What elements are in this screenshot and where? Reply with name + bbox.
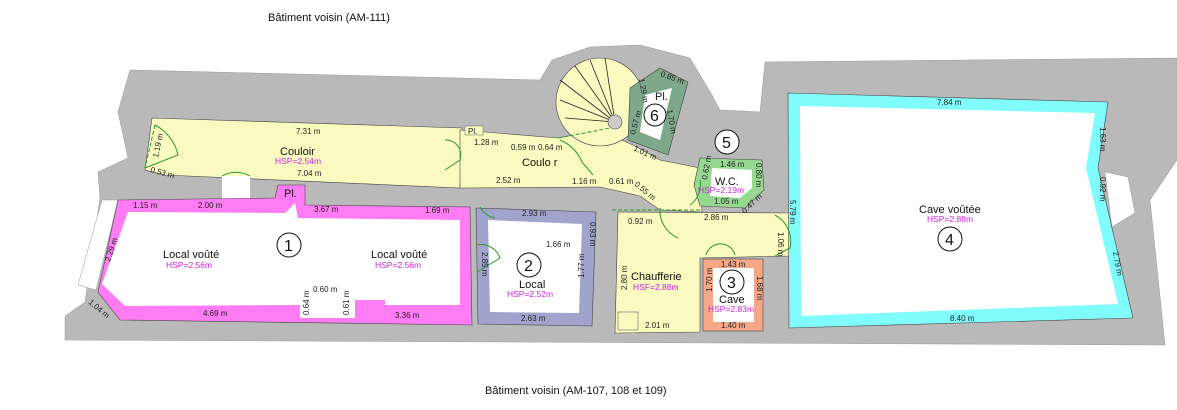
svg-text:0.61 m: 0.61 m xyxy=(609,177,634,186)
room-4-inner xyxy=(800,106,1118,316)
svg-text:1.40 m: 1.40 m xyxy=(721,321,746,330)
svg-text:0.62 m: 0.62 m xyxy=(700,154,713,180)
svg-text:2.01 m: 2.01 m xyxy=(645,321,670,330)
svg-text:1.05 m: 1.05 m xyxy=(714,197,739,206)
window-left xyxy=(77,199,119,291)
svg-text:2.00 m: 2.00 m xyxy=(198,201,223,210)
hsp-couloir: HSP=2.54m xyxy=(275,156,321,166)
svg-text:8.40 m: 8.40 m xyxy=(950,314,975,323)
hsp-local: HSP=2.52m xyxy=(507,289,553,299)
svg-text:1.66 m: 1.66 m xyxy=(546,240,571,249)
doorway xyxy=(222,176,250,200)
label-local-voute-left: Local voûté xyxy=(163,249,219,261)
svg-text:1.29 m: 1.29 m xyxy=(637,78,650,104)
svg-text:2.52 m: 2.52 m xyxy=(496,176,521,185)
title-top: Bâtiment voisin (AM-111) xyxy=(268,12,390,24)
label-couloir: Couloir xyxy=(280,146,315,158)
room-number-1: 1 xyxy=(276,232,302,258)
svg-text:1.77 m: 1.77 m xyxy=(577,253,586,278)
svg-text:2.79 m: 2.79 m xyxy=(1111,251,1124,277)
hsp-chaufferie: HSF=2.88m xyxy=(633,282,679,292)
label-cave-voutee: Cave voûtée xyxy=(919,204,981,216)
svg-text:1.46 m: 1.46 m xyxy=(720,160,745,169)
svg-text:1.69 m: 1.69 m xyxy=(425,206,450,215)
svg-text:3.67 m: 3.67 m xyxy=(314,205,339,214)
doors xyxy=(144,124,792,273)
hatch xyxy=(617,311,639,331)
room-number-4: 4 xyxy=(937,226,963,252)
svg-text:4.69 m: 4.69 m xyxy=(203,309,228,318)
svg-text:1.43 m: 1.43 m xyxy=(721,260,746,269)
hsp-local-voute-right: HSP=2.56m xyxy=(375,260,421,270)
window-right xyxy=(1104,171,1136,228)
svg-text:0.64 m: 0.64 m xyxy=(302,290,311,315)
svg-text:2: 2 xyxy=(524,258,533,275)
svg-text:0.92 m: 0.92 m xyxy=(628,217,653,226)
hsp-local-voute-left: HSP=2.56m xyxy=(166,260,212,270)
svg-text:4: 4 xyxy=(945,232,954,249)
svg-text:1.06 m: 1.06 m xyxy=(776,232,785,257)
hsp-wc: HSP=2.19m xyxy=(698,185,744,195)
stair-treads xyxy=(559,57,616,123)
label-chaufferie: Chaufferie xyxy=(631,271,682,283)
svg-text:0.59 m: 0.59 m xyxy=(511,143,536,152)
label-pl-small: Pl. xyxy=(468,127,477,136)
svg-text:3.36 m: 3.36 m xyxy=(395,311,420,320)
svg-text:0.61 m: 0.61 m xyxy=(342,290,351,315)
room-5-inner xyxy=(710,168,752,198)
svg-text:2.86 m: 2.86 m xyxy=(704,213,729,222)
label-local: Local xyxy=(519,279,545,291)
svg-text:1.70 m: 1.70 m xyxy=(665,109,678,135)
dimensions: 7.31 m 1.19 m 0.53 m 7.04 m 1.28 m 0.59 … xyxy=(87,69,1124,330)
label-cave: Cave xyxy=(719,294,745,306)
svg-text:5: 5 xyxy=(722,135,731,152)
label-pl-room1: Pl. xyxy=(284,188,297,200)
label-wc: W.C. xyxy=(715,176,739,188)
svg-text:6: 6 xyxy=(650,108,659,125)
svg-text:1.16 m: 1.16 m xyxy=(572,177,597,186)
svg-text:2.93 m: 2.93 m xyxy=(522,209,547,218)
hsp-cave-voutee: HSP=2.88m xyxy=(927,214,973,224)
svg-text:0.92 m: 0.92 m xyxy=(1098,177,1107,202)
room-number-5: 5 xyxy=(714,129,740,155)
room-number-3: 3 xyxy=(719,269,745,295)
svg-text:0.64 m: 0.64 m xyxy=(538,143,563,152)
room-number-6: 6 xyxy=(643,103,667,127)
placard-small xyxy=(464,125,484,136)
label-couloir-right: Coulo r xyxy=(522,157,558,169)
svg-text:0.60 m: 0.60 m xyxy=(313,285,338,294)
svg-text:3: 3 xyxy=(727,275,736,292)
svg-text:5.79 m: 5.79 m xyxy=(788,200,797,225)
room-1-inner xyxy=(102,203,460,318)
svg-text:1.28 m: 1.28 m xyxy=(474,138,499,147)
label-pl6: Pl. xyxy=(655,91,668,103)
stair-core xyxy=(607,114,623,130)
svg-text:7.04 m: 7.04 m xyxy=(297,169,322,178)
svg-text:1.63 m: 1.63 m xyxy=(1098,127,1107,152)
svg-text:1: 1 xyxy=(284,238,293,255)
title-bottom: Bâtiment voisin (AM-107, 108 et 109) xyxy=(485,385,667,397)
hsp-cave: HSP=2.83m xyxy=(708,304,754,314)
svg-text:2.80 m: 2.80 m xyxy=(620,265,629,290)
svg-text:1.15 m: 1.15 m xyxy=(133,201,158,210)
svg-text:0.93 m: 0.93 m xyxy=(588,222,597,247)
svg-text:7.84 m: 7.84 m xyxy=(937,98,962,107)
svg-text:1.68 m: 1.68 m xyxy=(755,276,764,301)
room-number-2: 2 xyxy=(516,252,542,278)
svg-text:2.63 m: 2.63 m xyxy=(521,314,546,323)
svg-text:0.80 m: 0.80 m xyxy=(754,163,763,188)
svg-text:7.31 m: 7.31 m xyxy=(296,127,321,136)
label-local-voute-right: Local voûté xyxy=(371,249,427,261)
svg-text:1.70 m: 1.70 m xyxy=(705,267,714,292)
svg-text:2.85 m: 2.85 m xyxy=(480,252,489,277)
